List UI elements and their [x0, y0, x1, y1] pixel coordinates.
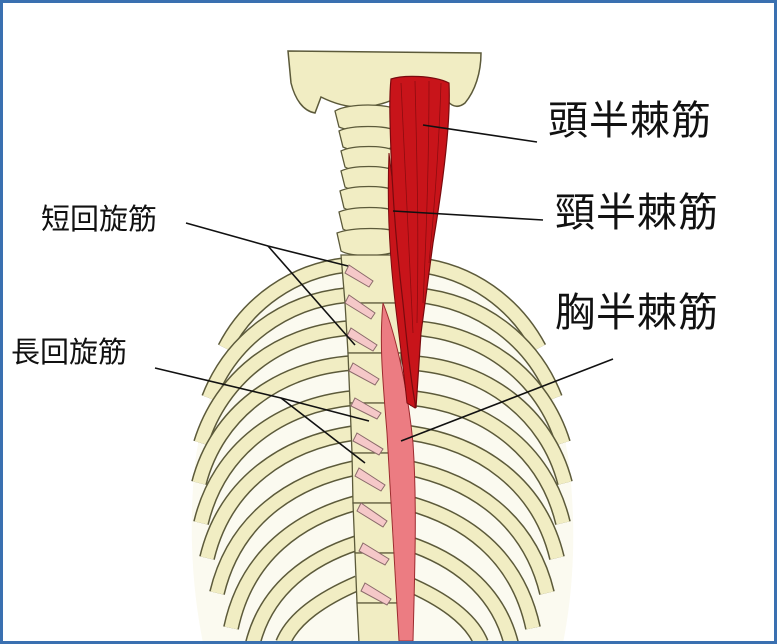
muscle-fibre-lines [400, 80, 442, 334]
back-anatomy-illustration [154, 50, 614, 641]
label-semispinalis-capitis: 頭半棘筋 [548, 98, 712, 144]
leader-lines [154, 124, 614, 464]
label-rotatores-longi: 長回旋筋 [11, 335, 128, 369]
ribs-right [402, 257, 573, 641]
leader-rotatores-breves [185, 222, 349, 267]
label-semispinalis-thoracis: 胸半棘筋 [555, 290, 719, 336]
rotatores-fibres [344, 264, 392, 606]
leader-semispinalis-thoracis [400, 358, 614, 442]
label-rotatores-breves: 短回旋筋 [41, 202, 158, 236]
ribs-left [191, 257, 362, 641]
cervical-vertebrae [334, 104, 402, 257]
leader-semispinalis-capitis [422, 124, 538, 143]
leader-semispinalis-cervicis [392, 210, 544, 221]
label-semispinalis-cervicis: 頸半棘筋 [555, 190, 719, 236]
occipital-bone [287, 50, 482, 114]
